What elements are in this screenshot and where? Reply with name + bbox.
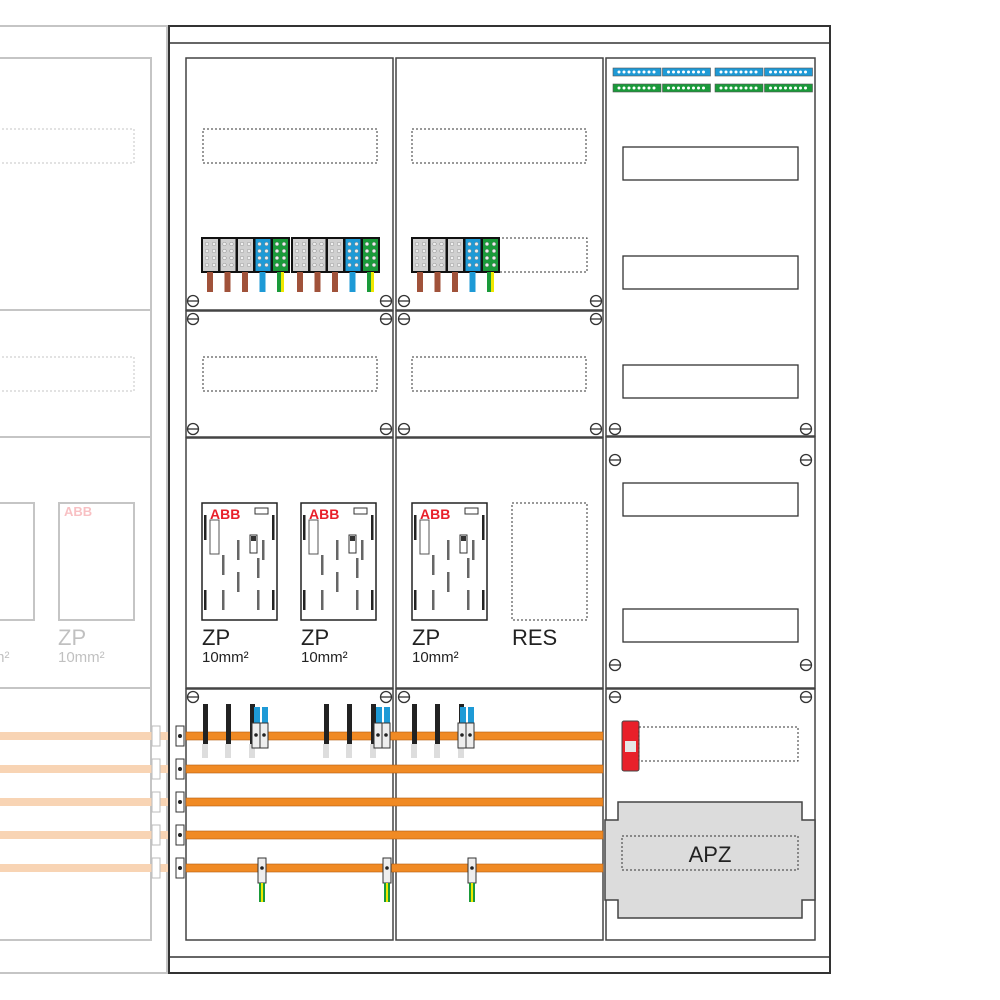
faded-meter-sublabel: 10mm² (58, 649, 105, 666)
wire (207, 272, 213, 292)
screw-icon (397, 312, 411, 326)
screw-icon (379, 294, 393, 308)
screw-icon (608, 422, 622, 436)
panel (395, 688, 604, 941)
faded-meter-sublabel-cut: m² (0, 649, 10, 666)
panel (395, 310, 604, 438)
faded-abb-logo: ABB (64, 504, 92, 519)
wire (259, 272, 266, 292)
meter-connectors (411, 704, 475, 758)
wire (297, 272, 303, 292)
screw-icon (379, 422, 393, 436)
screw-icon (186, 690, 200, 704)
panel (605, 436, 816, 689)
screw-icon (589, 422, 603, 436)
meter-sublabel: 10mm² (301, 649, 348, 666)
busbar (185, 731, 604, 741)
pe-clamp (257, 857, 267, 902)
terminal-block (411, 237, 500, 292)
cabinet-frame (168, 25, 831, 974)
wire (469, 272, 476, 292)
wire (434, 272, 441, 292)
screw-icon (589, 312, 603, 326)
wire (349, 272, 356, 292)
meter-connectors (202, 704, 269, 758)
meter-sublabel: 10mm² (412, 649, 459, 666)
abb-logo: ABB (420, 506, 450, 522)
screw-icon (186, 312, 200, 326)
wire (367, 272, 373, 292)
busbar-faded (0, 864, 168, 872)
busbar (185, 863, 604, 873)
meter-label: ZP (202, 625, 230, 650)
screw-icon (799, 422, 813, 436)
wire (224, 272, 231, 292)
wire (417, 272, 423, 292)
screw-icon (186, 422, 200, 436)
busbar-faded (0, 732, 168, 740)
screw-icon (608, 658, 622, 672)
screw-icon (799, 658, 813, 672)
terminal-block (291, 237, 380, 292)
wire (277, 272, 283, 292)
reserve-label: RES (512, 625, 557, 650)
faded-adjacent-cabinet: ABB ZP 10mm² m² (0, 25, 168, 974)
screw-icon (397, 422, 411, 436)
terminal-block (201, 237, 290, 292)
wire (487, 272, 493, 292)
screw-icon (799, 453, 813, 467)
meter-sublabel: 10mm² (202, 649, 249, 666)
panel (185, 310, 394, 438)
pe-clamp (382, 857, 392, 902)
abb-logo: ABB (309, 506, 339, 522)
blank-cover-field (622, 146, 799, 181)
screw-icon (379, 312, 393, 326)
reserve-slot (511, 502, 588, 621)
apz-field (604, 801, 816, 919)
panel (185, 688, 394, 941)
screw-icon (799, 690, 813, 704)
busbar (185, 797, 604, 807)
wire (242, 272, 248, 292)
pe-clamp (467, 857, 477, 902)
busbar-faded (0, 765, 168, 773)
terminal-bar (612, 83, 813, 93)
busbar-faded (0, 798, 168, 806)
terminal-bar (612, 67, 813, 77)
meter-connectors (323, 704, 391, 758)
blank-cover-field (622, 482, 799, 517)
busbar (185, 764, 604, 774)
screw-icon (608, 453, 622, 467)
blank-cover-field (622, 255, 799, 290)
screw-icon (589, 294, 603, 308)
wire (332, 272, 338, 292)
abb-logo: ABB (210, 506, 240, 522)
wire (314, 272, 321, 292)
wire (452, 272, 458, 292)
blank-cover-field (622, 608, 799, 643)
meter-label: ZP (301, 625, 329, 650)
screw-icon (397, 294, 411, 308)
screw-icon (186, 294, 200, 308)
screw-icon (379, 690, 393, 704)
screw-icon (608, 690, 622, 704)
busbar-faded (0, 831, 168, 839)
apz-label: APZ (689, 842, 732, 867)
blank-cover-field (622, 364, 799, 399)
faded-meter-label: ZP (58, 625, 86, 650)
screw-icon (397, 690, 411, 704)
meter-label: ZP (412, 625, 440, 650)
busbar (185, 830, 604, 840)
